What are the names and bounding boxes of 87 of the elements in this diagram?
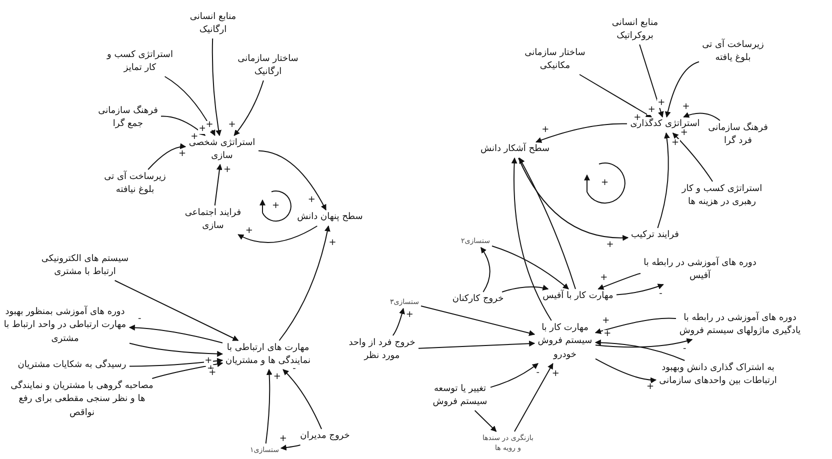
arrow xyxy=(579,74,652,118)
polarity-sign: + xyxy=(404,310,414,320)
arrow xyxy=(511,157,552,321)
variable-name: دوره های آموزشی در رابطه با آفیس xyxy=(642,256,758,283)
polarity-sign: + xyxy=(190,132,200,142)
arrow xyxy=(282,369,322,430)
polarity-sign: + xyxy=(272,372,282,382)
arrow xyxy=(657,132,670,228)
arrow xyxy=(672,132,714,182)
arrow xyxy=(258,150,326,211)
arrow xyxy=(238,226,318,244)
arrow xyxy=(492,246,569,290)
arrow xyxy=(129,358,224,367)
variable-name: استراتژی کسب و کار رهبری در هزینه ها xyxy=(680,182,764,209)
arrow xyxy=(114,280,239,341)
variable-name: دوره های آموزشی بمنظور بهبود مهارت ارتباطی در واحد ارتباط با مشتری xyxy=(2,306,128,346)
arrow xyxy=(160,116,206,136)
arrow xyxy=(594,340,686,361)
arrow xyxy=(514,362,554,432)
variable-name: ساختار سازمانی ارگانیک xyxy=(236,52,300,79)
variable-name: سطح آشکار دانش xyxy=(479,143,551,156)
polarity-sign: + xyxy=(244,226,254,236)
arrow xyxy=(639,44,664,118)
variable-name: سطح پنهان دانش xyxy=(296,211,364,224)
variable-name: مهارت کار با سیستم فروش خودرو xyxy=(536,322,594,362)
arrow xyxy=(234,80,264,136)
arrow xyxy=(480,247,490,292)
arrow xyxy=(502,284,549,292)
arrow xyxy=(152,361,224,379)
arrow xyxy=(278,225,330,341)
arrow xyxy=(280,444,301,451)
arrow xyxy=(536,123,628,143)
polarity-sign: + xyxy=(599,274,609,283)
variable-name: ساختار سازمانی مکانیکی xyxy=(524,46,586,73)
arrow xyxy=(420,306,536,336)
variable-name: فرهنگ سازمانی فرد گرا xyxy=(707,122,769,148)
variable-name: فرایند اجتماعی سازی xyxy=(184,206,242,233)
arrow xyxy=(683,112,720,121)
arrow xyxy=(129,342,224,357)
variable-name: فرهنگ سازمانی جمع گرا xyxy=(97,104,159,131)
arrow xyxy=(490,363,538,388)
arrow xyxy=(616,284,664,296)
variable-name: رسیدگی به شکایات مشتریان xyxy=(16,359,128,372)
arrow xyxy=(212,38,222,136)
arrow xyxy=(595,338,693,348)
variable-name: منابع انسانی ارگانیک xyxy=(188,10,238,37)
variable-name: استراتژی کسب و کار تمایز xyxy=(106,48,174,75)
arrow xyxy=(518,157,576,290)
variable-name: سیستم های الکترونیکی ارتباط با مشتری xyxy=(40,252,130,279)
polarity-sign: + xyxy=(646,106,656,115)
polarity-sign: + xyxy=(204,357,214,366)
arrow xyxy=(474,410,497,432)
loop-polarity-sign: + xyxy=(600,178,610,188)
polarity-sign: + xyxy=(204,120,214,130)
arrow xyxy=(164,76,216,136)
variable-name: فرایند ترکیب xyxy=(630,229,680,242)
variable-name: خروج فرد از واحد مورد نظر xyxy=(348,336,416,363)
arrow xyxy=(214,164,222,206)
arrow xyxy=(665,61,700,118)
variable-name: مصاحبه گروهی با مشتریان و نمایندگی ها و نظر سنجی مقطعی برای رفع نواقص xyxy=(10,380,154,420)
arrow xyxy=(392,308,405,336)
variable-name: مهارت کار با آفیس xyxy=(542,290,614,303)
variable-name: خروج کارکنان xyxy=(451,293,505,306)
arrow xyxy=(418,340,536,349)
polarity-sign: + xyxy=(222,166,232,175)
polarity-sign: + xyxy=(540,126,550,135)
polarity-sign: + xyxy=(227,120,237,130)
polarity-sign: + xyxy=(632,114,642,123)
arrow xyxy=(518,158,629,241)
variable-name: زیرساخت آی تی بلوغ نیافته xyxy=(103,170,167,197)
variable-name: به اشتراک گذاری دانش وبهبود ارتباطات بین واحدهای سازمانی xyxy=(658,362,778,388)
arrow xyxy=(148,144,186,170)
polarity-sign: + xyxy=(656,99,666,108)
polarity-sign: + xyxy=(679,128,689,138)
polarity-sign: + xyxy=(601,316,611,326)
arrow xyxy=(128,324,223,344)
variable-name: خروج مدیران xyxy=(299,430,351,443)
arrow xyxy=(265,368,272,444)
arrow xyxy=(595,358,657,384)
arrow xyxy=(598,273,641,290)
variable-name: زیرساخت آی تی بلوغ یافته xyxy=(701,38,765,65)
variable-name: تغییر یا توسعه سیستم فروش xyxy=(432,382,488,409)
polarity-sign: + xyxy=(605,240,615,250)
arrow xyxy=(594,318,676,334)
variable-name: منابع انسانی بروکراتیک xyxy=(610,16,660,43)
variable-name: دوره های آموزشی در رابطه با یادگیری ماژولهای سیستم فروش xyxy=(678,312,802,338)
loop-polarity-sign: + xyxy=(271,202,281,210)
